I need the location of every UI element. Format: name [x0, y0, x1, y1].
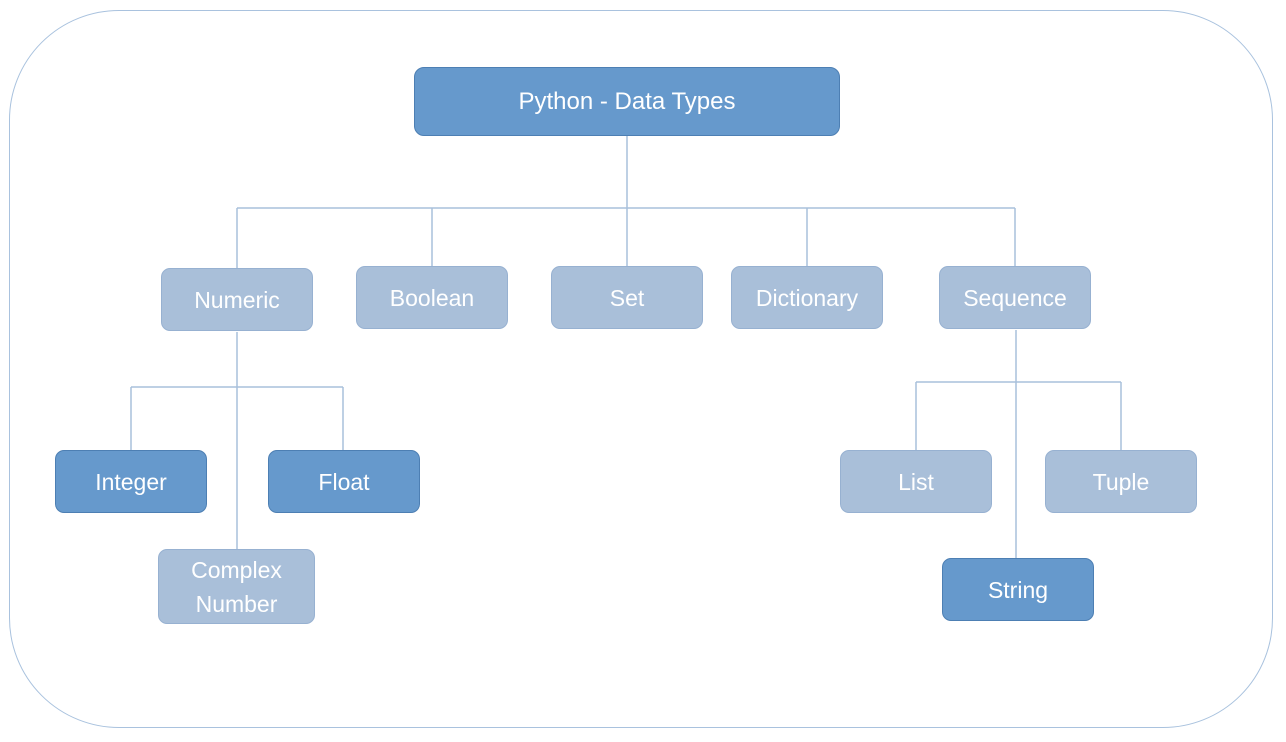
- complex-number-node: Complex Number: [158, 549, 315, 624]
- float-node: Float: [268, 450, 420, 513]
- string-node: String: [942, 558, 1094, 621]
- integer-node: Integer: [55, 450, 207, 513]
- dictionary-node: Dictionary: [731, 266, 883, 329]
- numeric-node: Numeric: [161, 268, 313, 331]
- list-node: List: [840, 450, 992, 513]
- boolean-node: Boolean: [356, 266, 508, 329]
- tuple-node: Tuple: [1045, 450, 1197, 513]
- set-node: Set: [551, 266, 703, 329]
- root-node: Python - Data Types: [414, 67, 840, 136]
- sequence-node: Sequence: [939, 266, 1091, 329]
